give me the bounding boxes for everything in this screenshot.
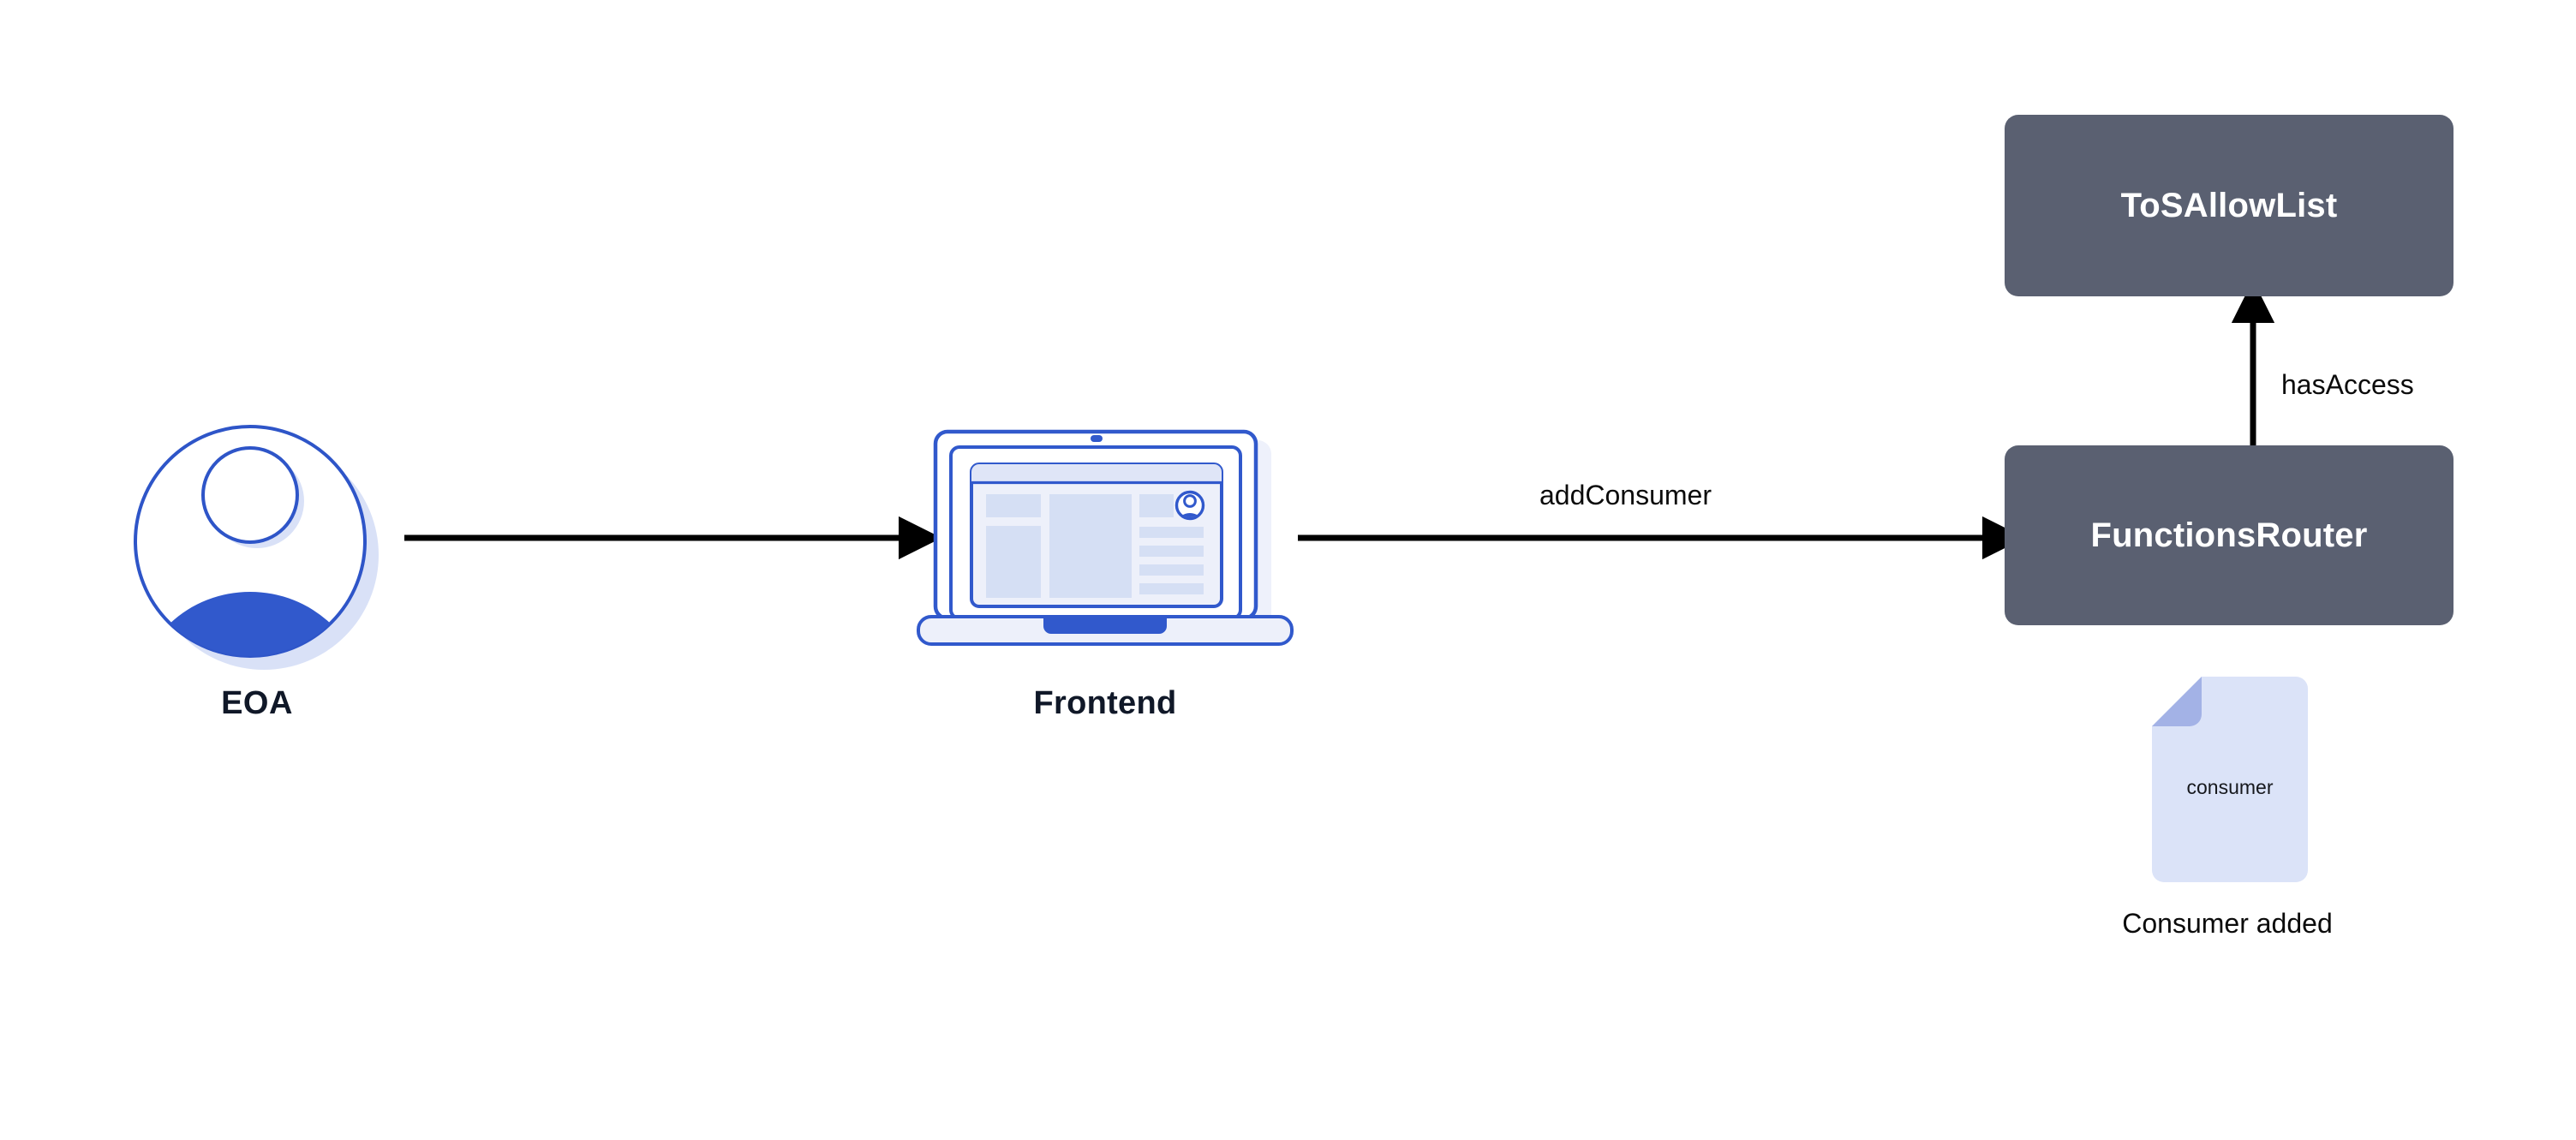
document-inner-label: consumer [2186,776,2274,798]
node-label-frontend: Frontend [1033,685,1177,721]
laptop-icon [917,429,1294,646]
node-label-tos-allow-list: ToSAllowList [2120,186,2338,224]
node-consumer-document: consumer Consumer added [2056,677,2399,959]
node-eoa: EOA [120,420,394,754]
edge-label-has-access: hasAccess [2281,369,2414,400]
node-label-functions-router: FunctionsRouter [2090,516,2368,554]
node-frontend: Frontend [917,420,1294,754]
node-label-eoa: EOA [221,685,293,721]
edge-label-add-consumer: addConsumer [1539,480,1712,510]
document-caption: Consumer added [2122,908,2333,939]
document-icon [2152,677,2308,882]
node-functions-router[interactable]: FunctionsRouter [2005,445,2453,625]
user-avatar-icon [134,425,379,670]
node-tos-allow-list[interactable]: ToSAllowList [2005,115,2453,296]
